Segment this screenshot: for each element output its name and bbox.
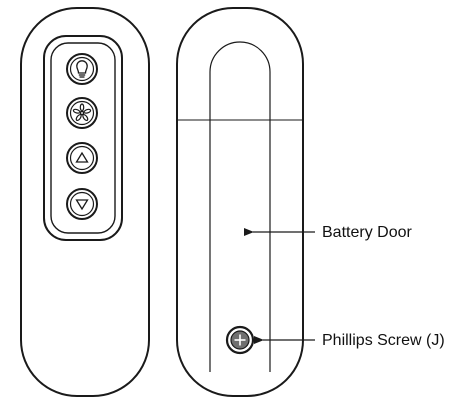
triangle-down-icon bbox=[75, 199, 89, 211]
phillips-screw[interactable] bbox=[225, 325, 255, 355]
remote-back-body bbox=[176, 7, 304, 397]
remote-front-view bbox=[20, 7, 150, 397]
button-panel-inner bbox=[50, 42, 116, 234]
triangle-up-icon bbox=[75, 151, 89, 163]
remote-front-body bbox=[20, 7, 150, 397]
up-button[interactable] bbox=[66, 142, 98, 174]
battery-door-outline bbox=[209, 41, 271, 372]
phillips-cross-icon bbox=[234, 334, 246, 346]
phillips-screw-callout: Phillips Screw (J) bbox=[254, 332, 445, 349]
lightbulb-icon bbox=[76, 60, 88, 78]
down-button[interactable] bbox=[66, 188, 98, 220]
fan-icon bbox=[72, 103, 92, 121]
remote-back-view bbox=[176, 7, 304, 397]
fan-button[interactable] bbox=[66, 97, 98, 129]
light-button[interactable] bbox=[66, 53, 98, 85]
battery-door-callout: Battery Door bbox=[244, 224, 412, 241]
battery-door-label: Battery Door bbox=[322, 224, 412, 241]
phillips-screw-label: Phillips Screw (J) bbox=[322, 332, 445, 349]
button-panel-outer bbox=[43, 35, 123, 241]
